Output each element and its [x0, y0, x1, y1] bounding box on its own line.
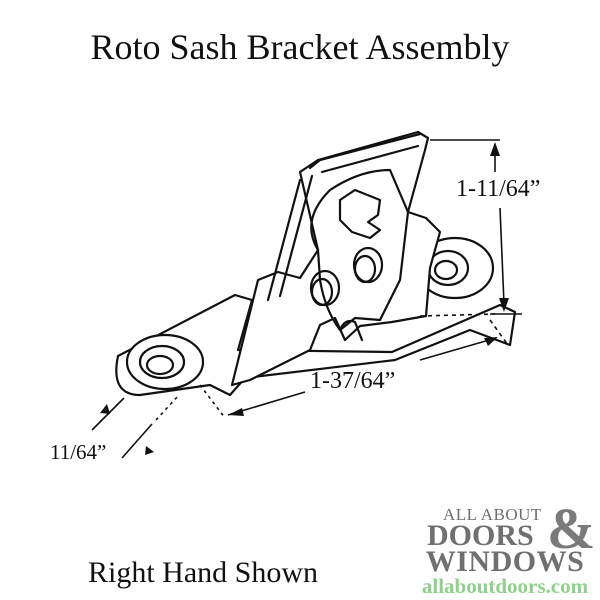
logo-line-windows: WINDOWS [425, 545, 585, 578]
logo-line-all-about: ALL ABOUT [443, 505, 542, 524]
logo-line-doors: DOORS [427, 519, 534, 552]
brand-logo: ALL ABOUT DOORS & WINDOWS allaboutdoors.… [415, 500, 595, 598]
diagram-title: Roto Sash Bracket Assembly [90, 27, 510, 67]
logo-ampersand: & [547, 496, 596, 561]
height-dimension-label: 1-11/64” [456, 176, 541, 202]
hand-caption: Right Hand Shown [88, 556, 319, 589]
length-dimension-label: 1-37/64” [310, 368, 396, 394]
logo-url: allaboutdoors.com [421, 574, 589, 598]
offset-dimension-label: 11/64” [50, 440, 107, 464]
